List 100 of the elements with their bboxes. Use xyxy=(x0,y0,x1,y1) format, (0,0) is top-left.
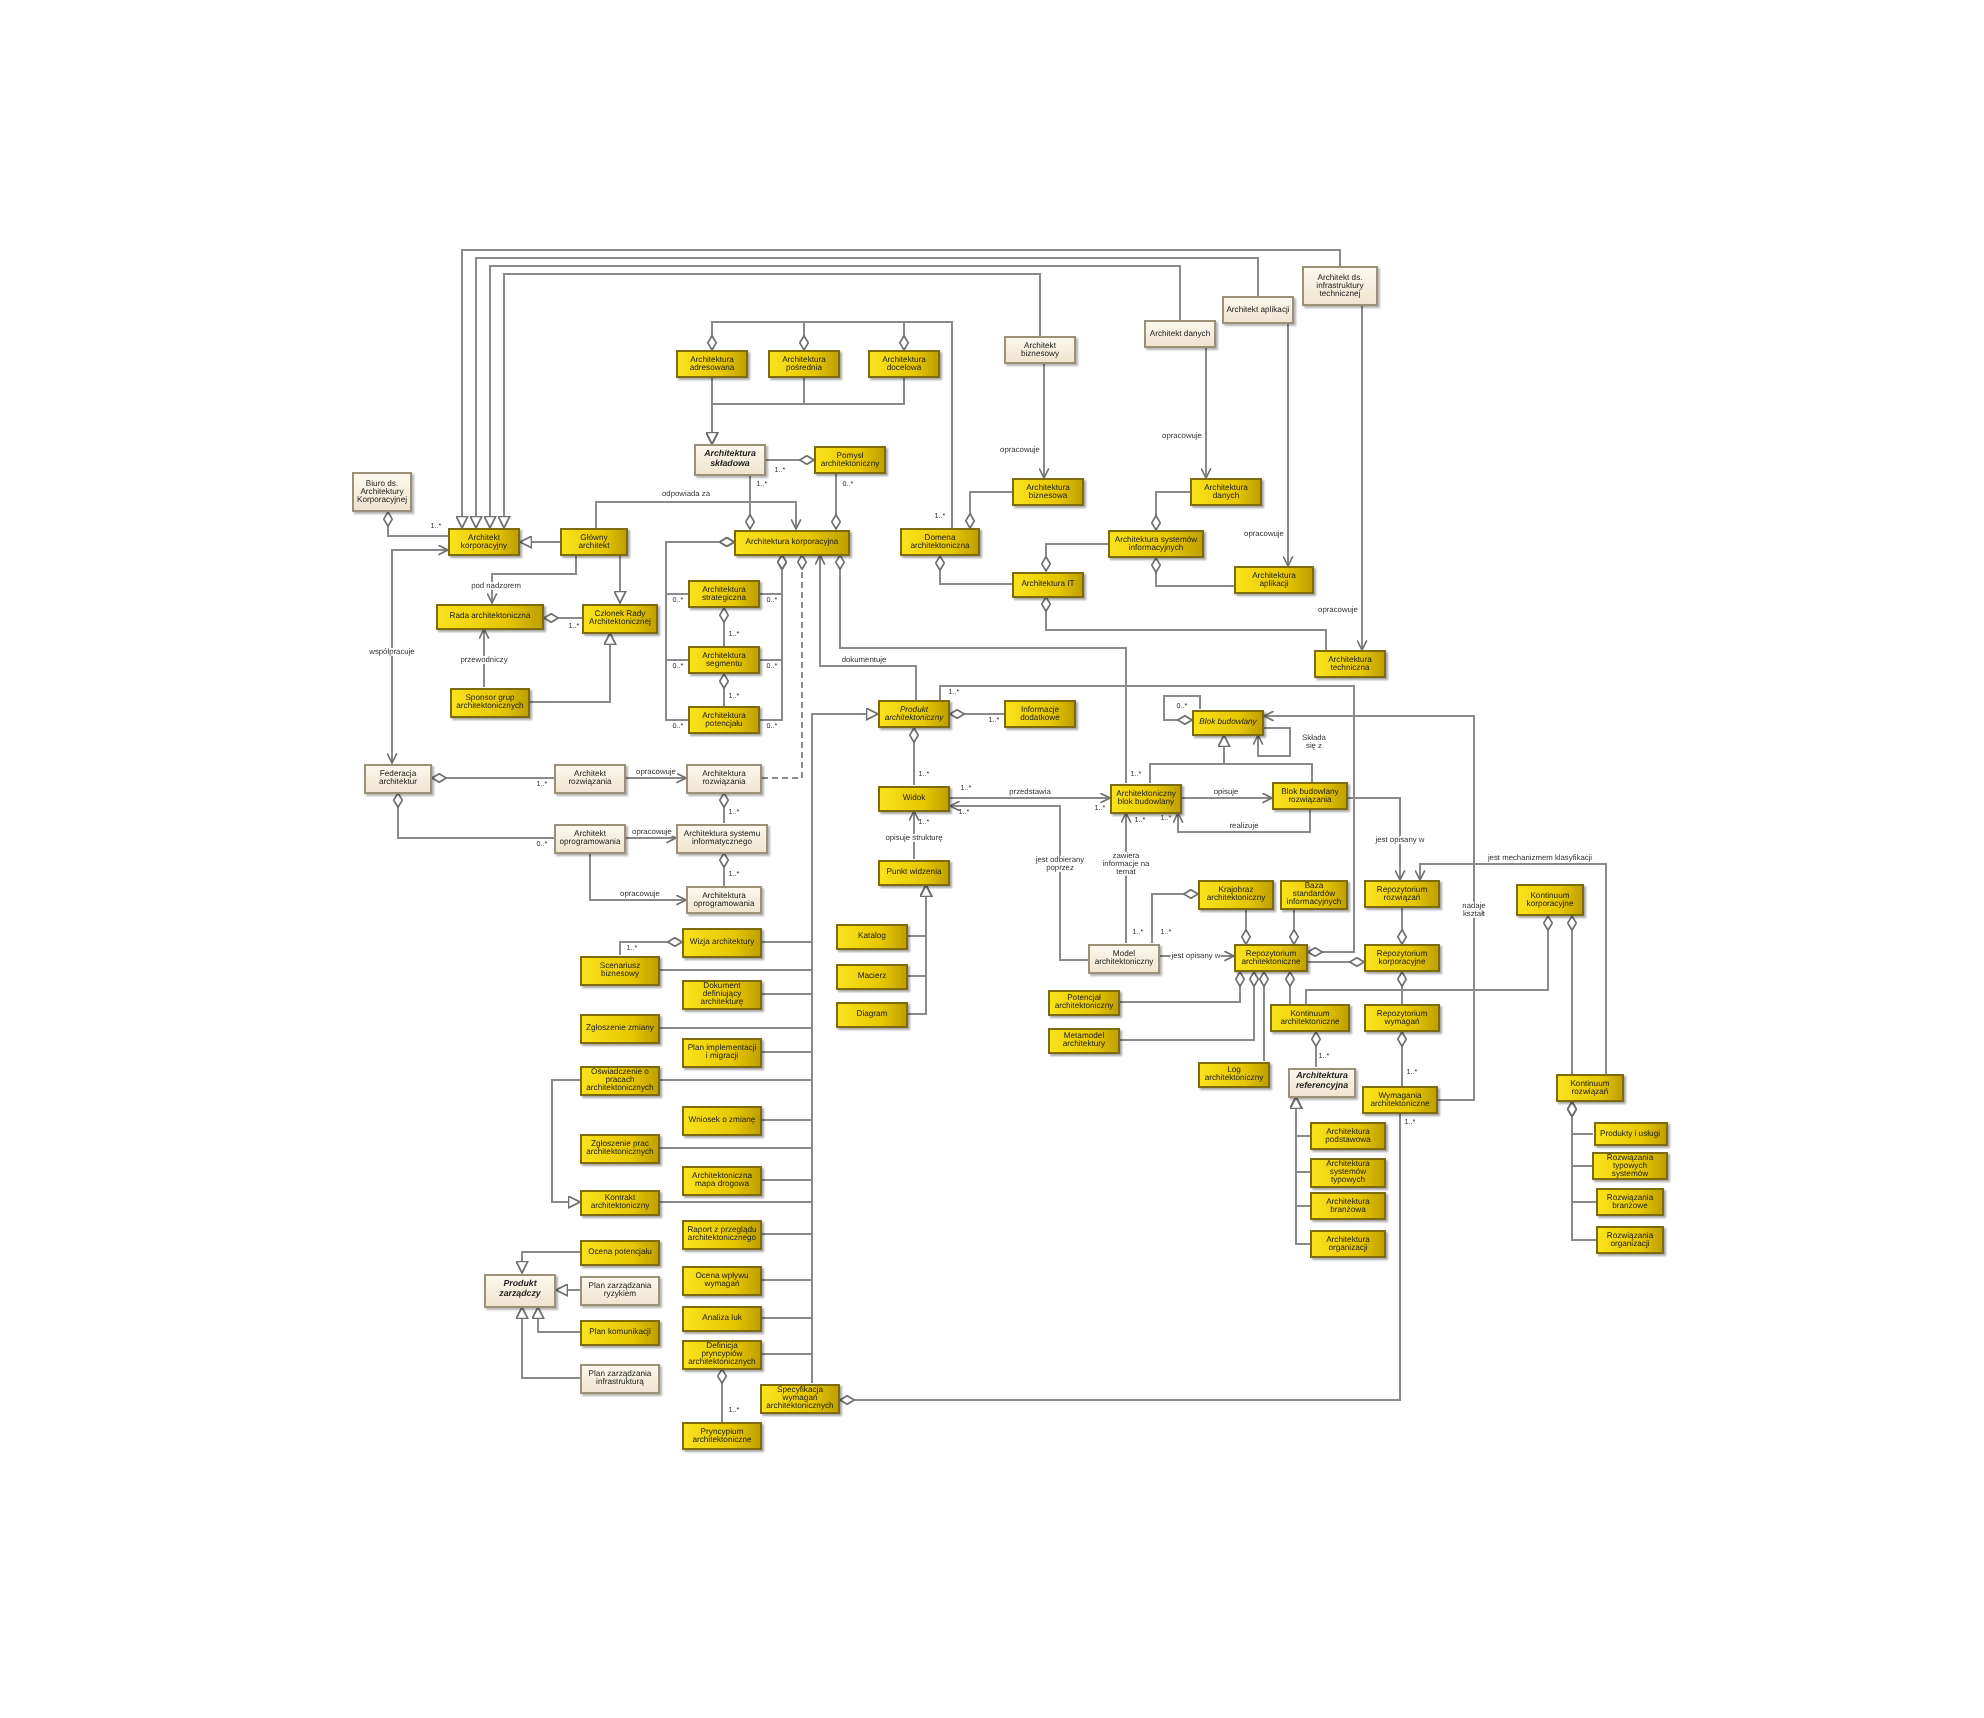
branch-line xyxy=(761,1233,813,1235)
aggregation-line xyxy=(1566,915,1578,1075)
class-box xyxy=(878,700,950,728)
aggregation-line xyxy=(718,852,730,887)
generalization-arrow xyxy=(613,555,627,604)
aggregation-line xyxy=(1151,888,1199,944)
class-box xyxy=(1272,782,1348,810)
aggregation-line xyxy=(765,454,815,466)
class-box xyxy=(1110,783,1182,813)
class-box xyxy=(1108,530,1204,558)
class-box xyxy=(868,350,940,378)
aggregation-line xyxy=(382,511,449,537)
aggregation-line xyxy=(718,607,730,647)
association-arrow xyxy=(625,832,677,844)
aggregation-line xyxy=(1040,596,1327,651)
aggregation-line xyxy=(1150,491,1191,531)
branch-line xyxy=(659,1147,813,1149)
aggregation-line xyxy=(1566,1101,1597,1241)
aggregation-line xyxy=(908,727,920,786)
association-arrow xyxy=(1282,323,1294,567)
association-arrow xyxy=(1263,710,1475,1101)
class-box xyxy=(1004,700,1076,728)
branch-line xyxy=(1223,763,1313,783)
branch-line xyxy=(761,1279,813,1281)
association-arrow xyxy=(814,554,917,701)
aggregation-line xyxy=(839,1113,1401,1406)
class-box xyxy=(688,706,760,734)
association-arrow xyxy=(595,501,802,530)
class-box xyxy=(1310,1192,1386,1220)
class-box xyxy=(1222,296,1294,324)
association-arrow xyxy=(625,772,687,784)
aggregation-line xyxy=(949,708,1005,720)
association-arrow xyxy=(908,810,920,860)
generalization-arrow xyxy=(515,1306,581,1379)
class-box xyxy=(436,603,544,629)
aggregation-line xyxy=(1307,956,1365,968)
association-arrow xyxy=(589,852,687,906)
branch-line xyxy=(659,969,813,971)
class-box xyxy=(352,472,412,512)
class-box xyxy=(688,646,760,674)
association-arrow xyxy=(1356,305,1368,651)
class-box xyxy=(734,529,850,555)
class-box xyxy=(676,823,768,853)
class-box xyxy=(694,444,766,476)
class-box xyxy=(1364,880,1440,908)
class-box xyxy=(1270,1004,1350,1032)
generalization-arrow xyxy=(907,884,933,1015)
class-box xyxy=(1310,1157,1386,1187)
class-box xyxy=(448,528,520,556)
branch-line xyxy=(659,1079,813,1081)
branch-line xyxy=(1149,763,1225,784)
class-box xyxy=(450,687,530,717)
aggregation-line xyxy=(1396,971,1408,1005)
class-box xyxy=(554,763,626,793)
class-box xyxy=(1364,944,1440,972)
class-box xyxy=(580,1189,660,1215)
class-box xyxy=(686,886,762,914)
class-box xyxy=(1190,478,1262,506)
class-box xyxy=(682,1037,762,1067)
class-box xyxy=(580,1363,660,1393)
aggregation-line xyxy=(543,612,583,624)
class-box xyxy=(1198,879,1274,909)
aggregation-line xyxy=(392,792,555,839)
class-box xyxy=(1234,566,1314,594)
generalization-arrow xyxy=(705,377,905,445)
aggregation-line xyxy=(1288,908,1300,945)
class-box xyxy=(580,1275,660,1305)
association-arrow xyxy=(1347,797,1406,881)
class-box xyxy=(682,927,762,957)
class-box xyxy=(768,350,840,378)
class-box xyxy=(1048,1027,1120,1053)
generalization-arrow xyxy=(555,1283,581,1297)
generalization-arrow xyxy=(1289,1096,1311,1245)
association-arrow xyxy=(486,555,577,604)
class-box xyxy=(878,859,950,885)
association-arrow xyxy=(1414,863,1607,1075)
class-box xyxy=(682,1422,762,1450)
aggregation-line xyxy=(1396,1031,1408,1087)
aggregation-line xyxy=(898,321,953,529)
branch-line xyxy=(659,1027,813,1029)
class-box xyxy=(688,580,760,608)
branch-line xyxy=(659,1201,813,1203)
branch-line xyxy=(761,1051,813,1053)
class-box xyxy=(682,1105,762,1135)
aggregation-line xyxy=(619,936,683,956)
class-box xyxy=(1556,1074,1624,1102)
aggregation-line xyxy=(431,772,555,784)
class-box xyxy=(900,528,980,556)
association-arrow xyxy=(1038,363,1050,479)
class-box xyxy=(814,446,886,474)
aggregation-line xyxy=(716,1368,728,1423)
aggregation-line xyxy=(1119,971,1260,1041)
branch-line xyxy=(761,1119,813,1121)
generalization-arrow xyxy=(1217,734,1231,765)
class-box xyxy=(580,1239,660,1265)
aggregation-line xyxy=(1310,1031,1322,1068)
class-box xyxy=(364,763,432,793)
class-box xyxy=(1596,1188,1664,1216)
class-box xyxy=(1362,1086,1438,1114)
class-box xyxy=(836,963,908,989)
